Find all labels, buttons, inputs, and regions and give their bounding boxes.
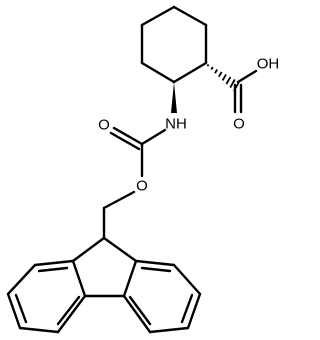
- carboxylic-acid-group: OH O: [233, 56, 279, 133]
- carbamate-group: O O: [98, 117, 167, 240]
- left-benzene-bond: [6, 263, 37, 296]
- carbamate-carbonyl-oxygen-label: O: [98, 117, 110, 134]
- ring-bond: [172, 5, 208, 27]
- five-ring-bond: [71, 236, 106, 263]
- right-benzene-double-bond: [128, 295, 152, 326]
- c-o-double-bond-b: [109, 131, 141, 151]
- acid-carbonyl-oxygen-label: O: [233, 116, 245, 133]
- ester-oxygen-label: O: [136, 178, 148, 195]
- amide-nitrogen-label: NH: [165, 116, 187, 133]
- c-o-double-bond-a: [112, 126, 144, 146]
- right-benzene-double-bond: [180, 293, 194, 324]
- ring-bond: [140, 5, 176, 27]
- c-oh-bond: [236, 69, 258, 84]
- o-ch2-bond: [102, 190, 136, 210]
- right-benzene-bond: [186, 292, 202, 330]
- right-benzene-bond: [122, 294, 152, 334]
- left-benzene-double-bond: [37, 266, 69, 273]
- wedge-bond-nh: [171, 82, 177, 113]
- left-benzene-bond: [56, 294, 87, 334]
- ring-bond: [140, 61, 176, 84]
- fluorenyl-group: [6, 236, 202, 334]
- five-ring-bond: [122, 259, 138, 298]
- right-benzene-bond: [134, 259, 176, 267]
- ring-bond: [172, 61, 208, 84]
- left-benzene-bond: [33, 259, 75, 267]
- right-benzene-bond: [148, 326, 190, 334]
- left-benzene-double-bond: [14, 293, 28, 324]
- n-c-bond: [140, 128, 167, 146]
- left-benzene-double-bond: [56, 295, 81, 326]
- left-benzene-bond: [6, 292, 22, 330]
- molecule-structure: OH O NH O O: [6, 5, 279, 334]
- hydroxyl-label: OH: [257, 56, 280, 73]
- right-benzene-bond: [172, 263, 202, 296]
- right-benzene-double-bond: [140, 266, 172, 273]
- five-ring-bond: [102, 236, 138, 263]
- cyclohexane-ring: [140, 5, 208, 84]
- left-benzene-bond: [18, 326, 60, 334]
- five-ring-bond: [71, 259, 87, 298]
